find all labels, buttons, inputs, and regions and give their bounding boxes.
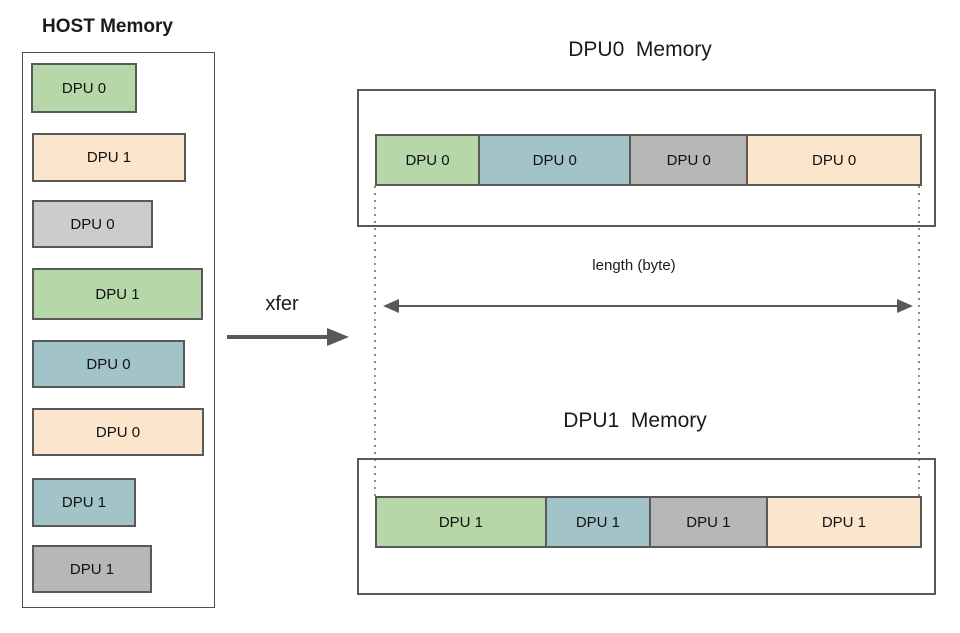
right-arrowhead-icon xyxy=(897,299,913,313)
dpu0-bar-segment: DPU 0 xyxy=(480,136,632,184)
left-arrowhead-icon xyxy=(383,299,399,313)
length-double-arrow xyxy=(383,299,913,313)
segment-label: DPU 1 xyxy=(686,513,731,531)
host-block-label: DPU 1 xyxy=(95,285,140,303)
host-memory-block: DPU 0 xyxy=(31,63,137,113)
dpu1-memory-bar: DPU 1 DPU 1 DPU 1 DPU 1 xyxy=(375,496,922,548)
host-memory-block: DPU 1 xyxy=(32,478,136,527)
host-memory-block: DPU 0 xyxy=(32,408,204,456)
length-byte-label: length (byte) xyxy=(592,257,676,274)
segment-label: DPU 0 xyxy=(666,151,711,169)
dpu0-memory-box xyxy=(357,89,936,227)
host-memory-block: DPU 1 xyxy=(32,133,186,182)
dpu1-bar-segment: DPU 1 xyxy=(650,498,768,546)
segment-label: DPU 0 xyxy=(405,151,450,169)
host-block-label: DPU 0 xyxy=(61,79,107,97)
dpu1-memory-box xyxy=(357,458,936,595)
segment-label: DPU 1 xyxy=(821,513,866,531)
xfer-arrow-line xyxy=(227,335,327,339)
host-memory-box xyxy=(22,52,215,608)
dpu1-bar-segment: DPU 1 xyxy=(767,498,920,546)
host-memory-block: DPU 0 xyxy=(32,200,153,248)
host-block-label: DPU 1 xyxy=(69,560,115,578)
host-block-label: DPU 0 xyxy=(95,423,141,441)
dpu0-bar-segment: DPU 0 xyxy=(377,136,481,184)
dpu0-memory-title: DPU0 Memory xyxy=(568,38,712,61)
segment-label: DPU 0 xyxy=(532,151,577,169)
host-memory-block: DPU 1 xyxy=(32,268,203,320)
dpu1-memory-title: DPU1 Memory xyxy=(563,409,707,432)
host-block-label: DPU 1 xyxy=(61,494,107,511)
xfer-arrowhead-icon xyxy=(327,328,349,346)
host-block-label: DPU 0 xyxy=(86,355,131,373)
segment-label: DPU 1 xyxy=(438,513,484,531)
dpu0-bar-segment: DPU 0 xyxy=(631,136,749,184)
host-memory-block: DPU 1 xyxy=(32,545,152,593)
dotted-guide-line-right xyxy=(918,186,920,496)
length-arrow-line xyxy=(395,305,901,307)
dpu0-memory-bar: DPU 0 DPU 0 DPU 0 DPU 0 xyxy=(375,134,922,186)
dpu1-bar-segment: DPU 1 xyxy=(546,498,651,546)
segment-label: DPU 0 xyxy=(811,151,857,169)
host-memory-block: DPU 0 xyxy=(32,340,185,388)
dpu1-bar-segment: DPU 1 xyxy=(377,498,547,546)
host-memory-title: HOST Memory xyxy=(42,16,173,37)
segment-label: DPU 1 xyxy=(575,513,621,531)
host-block-label: DPU 1 xyxy=(86,149,132,166)
xfer-arrow xyxy=(227,328,349,346)
host-block-label: DPU 0 xyxy=(70,215,115,233)
dpu0-bar-segment: DPU 0 xyxy=(748,136,920,184)
dotted-guide-line-left xyxy=(374,186,376,496)
xfer-label: xfer xyxy=(265,293,299,315)
